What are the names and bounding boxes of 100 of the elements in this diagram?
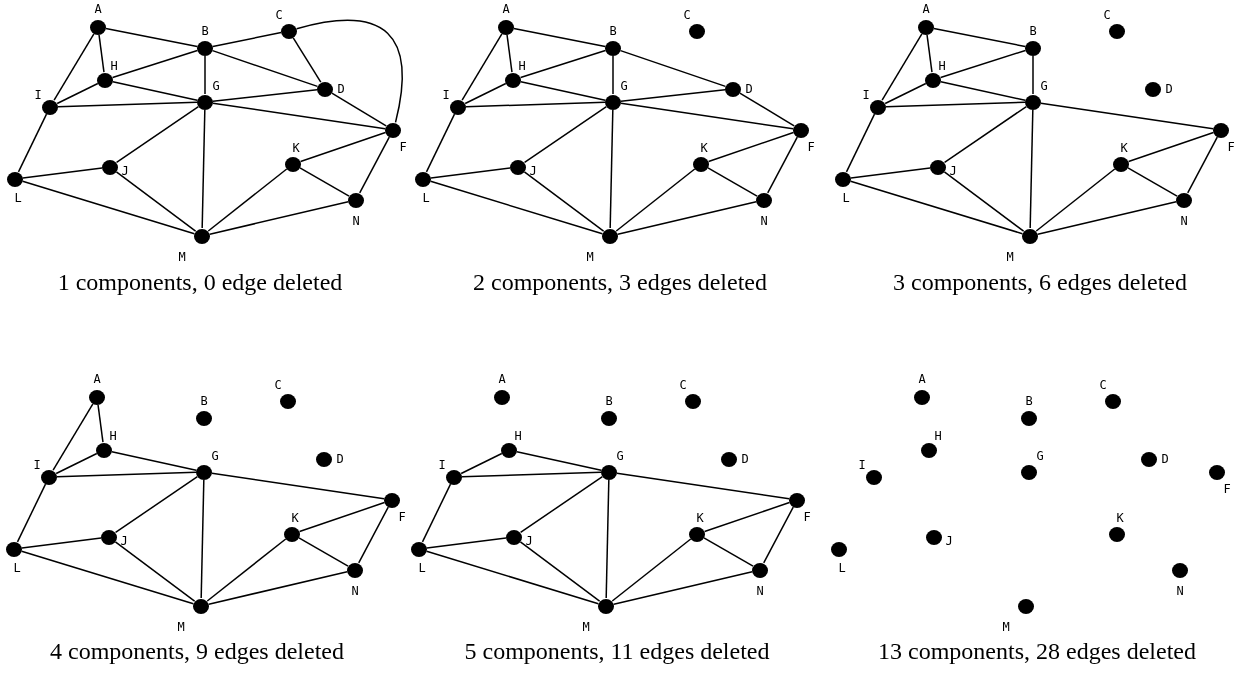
graph-edge (52, 403, 94, 471)
vertex-dot (752, 562, 768, 578)
vertex-dot (918, 19, 934, 35)
vertex-label: J (121, 165, 129, 177)
vertex-dot (870, 99, 886, 115)
vertex-label: J (525, 535, 533, 547)
vertex-label: M (1006, 251, 1014, 263)
vertex-dot (835, 171, 851, 187)
vertex-dot (196, 464, 212, 480)
vertex-label: L (418, 562, 426, 574)
vertex-dot (96, 442, 112, 458)
vertex-dot (89, 389, 105, 405)
vertex-label: K (1116, 512, 1124, 524)
vertex-label: M (178, 251, 186, 263)
vertex-dot (601, 410, 617, 426)
graph-edge (1040, 102, 1214, 130)
graph-edge (209, 201, 349, 235)
graph-edge (703, 537, 754, 567)
vertex-label: M (177, 621, 185, 633)
vertex-label: A (498, 373, 506, 385)
vertex-dot (415, 171, 431, 187)
vertex-dot (756, 192, 772, 208)
vertex-dot (831, 541, 847, 557)
vertex-label: M (582, 621, 590, 633)
vertex-label: H (518, 60, 526, 72)
vertex-dot (1176, 192, 1192, 208)
graph-edge (506, 34, 513, 73)
vertex-label: L (838, 562, 846, 574)
vertex-label: B (609, 25, 617, 37)
graph-edge (115, 105, 200, 164)
graph-edge (523, 105, 608, 164)
vertex-dot (197, 94, 213, 110)
vertex-label: J (945, 535, 953, 547)
vertex-label: A (93, 373, 101, 385)
vertex-dot (411, 541, 427, 557)
vertex-label: J (529, 165, 537, 177)
vertex-dot (925, 72, 941, 88)
graph-edge (845, 113, 876, 173)
vertex-label: M (586, 251, 594, 263)
vertex-dot (598, 598, 614, 614)
vertex-label: N (1180, 215, 1188, 227)
graph-edge (613, 571, 753, 605)
graph-edge (707, 131, 795, 163)
vertex-label: D (336, 453, 344, 465)
panel-caption: 1 components, 0 edge deleted (57, 268, 343, 296)
vertex-dot (793, 122, 809, 138)
vertex-dot (926, 529, 942, 545)
vertex-dot (194, 228, 210, 244)
graph-edge (299, 131, 387, 163)
graph-edge (1037, 201, 1177, 235)
vertex-dot (685, 393, 701, 409)
graph-edge (943, 171, 1025, 232)
graph-edge (20, 550, 195, 605)
graph-edge (206, 538, 287, 602)
vertex-dot (1109, 526, 1125, 542)
panel-caption: 4 components, 9 edges deleted (50, 637, 344, 665)
graph-edge (111, 450, 197, 472)
graph-edge (767, 136, 798, 194)
vertex-label: C (683, 9, 691, 21)
vertex-dot (1141, 451, 1157, 467)
graph-edge (620, 89, 726, 102)
vertex-label: I (33, 459, 41, 471)
vertex-label: L (13, 562, 21, 574)
graph-edge (207, 168, 288, 232)
vertex-dot (42, 99, 58, 115)
graph-edge (616, 472, 790, 500)
vertex-label: C (1103, 9, 1111, 21)
vertex-dot (193, 598, 209, 614)
vertex-dot (1025, 40, 1041, 56)
graph-edge (358, 506, 389, 564)
graph-edge (112, 80, 198, 102)
graph-edge (17, 113, 48, 173)
graph-edge (292, 37, 322, 83)
graph-edge (1035, 168, 1116, 232)
graph-edge (331, 92, 387, 127)
vertex-dot (90, 19, 106, 35)
graph-edge (739, 92, 795, 127)
vertex-dot (281, 23, 297, 39)
vertex-label: F (398, 511, 406, 523)
vertex-label: F (1227, 141, 1235, 153)
graph-edge (513, 27, 606, 48)
vertex-dot (506, 529, 522, 545)
graph-edge (299, 167, 350, 197)
graph-edge (55, 452, 98, 475)
vertex-dot (197, 40, 213, 56)
vertex-label: C (274, 379, 282, 391)
graph-edge (56, 471, 197, 478)
panel-caption: 13 components, 28 edges deleted (878, 637, 1196, 665)
graph-edge (22, 167, 103, 179)
graph-edge (421, 483, 452, 543)
vertex-label: N (756, 585, 764, 597)
vertex-label: I (438, 459, 446, 471)
vertex-label: G (212, 80, 220, 92)
vertex-label: B (200, 395, 208, 407)
vertex-label: G (211, 450, 219, 462)
graph-edge (204, 55, 206, 95)
vertex-dot (1172, 562, 1188, 578)
vertex-dot (1145, 81, 1161, 97)
graph-edge (519, 541, 601, 602)
vertex-dot (725, 81, 741, 97)
